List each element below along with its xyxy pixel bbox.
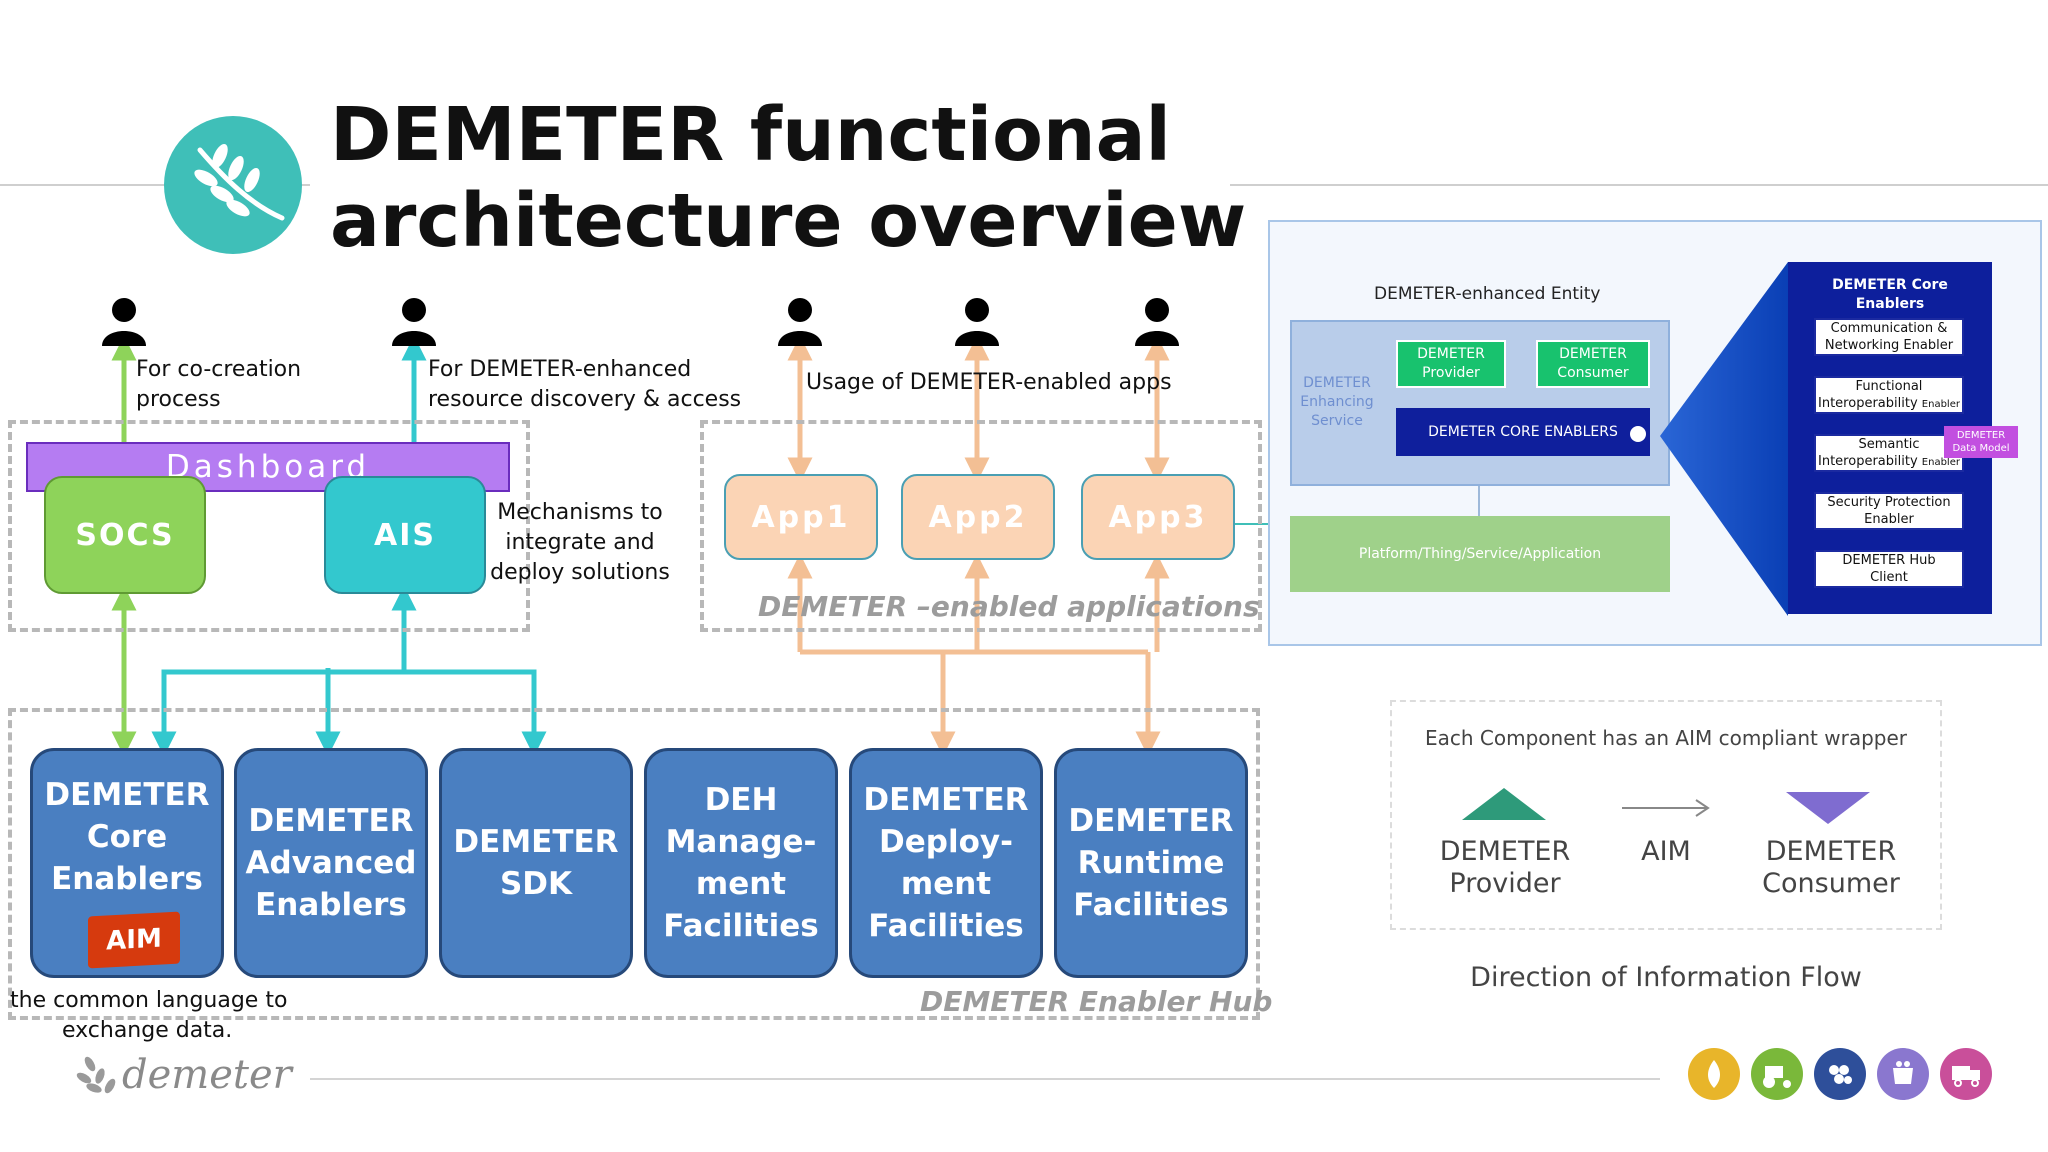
core-item-communication[interactable]: Communication &Networking Enabler — [1814, 318, 1964, 356]
component-core-enablers[interactable]: DEMETER Core Enablers — [30, 748, 224, 978]
flow-arrow-icon — [1622, 799, 1710, 817]
core-enablers-panel-title: DEMETER Core Enablers — [1832, 277, 1948, 312]
core-enablers-bar[interactable]: DEMETER CORE ENABLERS — [1396, 408, 1650, 456]
user-icon-app1 — [778, 298, 822, 346]
crop-icon — [1688, 1048, 1740, 1100]
component-advanced-enablers[interactable]: DEMETER Advanced Enablers — [234, 748, 428, 978]
platform-bar[interactable]: Platform/Thing/Service/Application — [1290, 516, 1670, 592]
entity-title: DEMETER-enhanced Entity — [1374, 284, 1601, 304]
livestock-icon — [1877, 1048, 1929, 1100]
truck-icon — [1940, 1048, 1992, 1100]
label-common-language: the common language to exchange data. — [10, 988, 288, 1043]
enabler-hub-area — [8, 708, 1260, 1020]
component-sdk[interactable]: DEMETER SDK — [439, 748, 633, 978]
header-rule-right — [1230, 184, 2048, 186]
provider-box[interactable]: DEMETER Provider — [1396, 340, 1506, 388]
app3-block[interactable]: App3 — [1081, 474, 1235, 560]
apps-area — [700, 420, 1262, 632]
demeter-brand: demeter — [122, 1052, 292, 1098]
label-app-usage: Usage of DEMETER-enabled apps — [806, 370, 1172, 395]
enhancing-service-label: DEMETER Enhancing Service — [1300, 375, 1374, 429]
fruit-icon — [1814, 1048, 1866, 1100]
component-deployment-facilities[interactable]: DEMETER Deploy- ment Facilities — [849, 748, 1043, 978]
app2-block[interactable]: App2 — [901, 474, 1055, 560]
enabler-hub-caption: DEMETER Enabler Hub — [920, 985, 1273, 1018]
provider-triangle-icon — [1462, 788, 1546, 820]
legend-provider-label: DEMETER Provider — [1439, 836, 1571, 899]
logo-wheat-icon — [164, 116, 302, 254]
page-title-line1: DEMETER functional — [330, 92, 1171, 178]
component-runtime-facilities[interactable]: DEMETER Runtime Facilities — [1054, 748, 1248, 978]
consumer-box[interactable]: DEMETER Consumer — [1536, 340, 1650, 388]
label-resource-discovery: For DEMETER-enhanced resource discovery … — [428, 357, 742, 412]
legend-header: Each Component has an AIM compliant wrap… — [1425, 726, 1907, 750]
label-cocreation: For co-creation process — [136, 357, 302, 412]
user-icon-resource — [392, 298, 436, 346]
legend-aim-label: AIM — [1641, 836, 1691, 867]
legend-caption: Direction of Information Flow — [1470, 962, 1862, 993]
data-model-tag: DEMETER Data Model — [1944, 426, 2018, 458]
core-bar-dot — [1630, 426, 1646, 442]
aim-badge: AIM — [88, 911, 180, 969]
legend-consumer-label: DEMETER Consumer — [1762, 836, 1900, 899]
page-title: DEMETER functional architecture overview — [330, 92, 1246, 264]
tractor-icon — [1751, 1048, 1803, 1100]
footer-rule — [310, 1078, 1660, 1080]
zoom-wedge — [1660, 262, 1788, 616]
entity-connector — [1478, 486, 1480, 516]
app1-block[interactable]: App1 — [724, 474, 878, 560]
cocreation-area — [8, 420, 530, 632]
legend-box — [1390, 700, 1942, 930]
component-deh-management[interactable]: DEH Manage- ment Facilities — [644, 748, 838, 978]
user-icon-app2 — [955, 298, 999, 346]
header-rule-left — [0, 184, 310, 186]
page-title-line2: architecture overview — [330, 178, 1247, 264]
user-icon-app3 — [1135, 298, 1179, 346]
consumer-triangle-icon — [1786, 792, 1870, 824]
label-mechanisms: Mechanisms to integrate and deploy solut… — [490, 500, 670, 585]
demeter-brand-icon — [76, 1056, 116, 1094]
apps-caption: DEMETER –enabled applications — [758, 590, 1260, 623]
left-diagram-connectors — [111, 335, 1280, 757]
socs-block[interactable]: SOCS — [44, 476, 206, 594]
user-icon-cocreation — [102, 298, 146, 346]
ais-block[interactable]: AIS — [324, 476, 486, 594]
